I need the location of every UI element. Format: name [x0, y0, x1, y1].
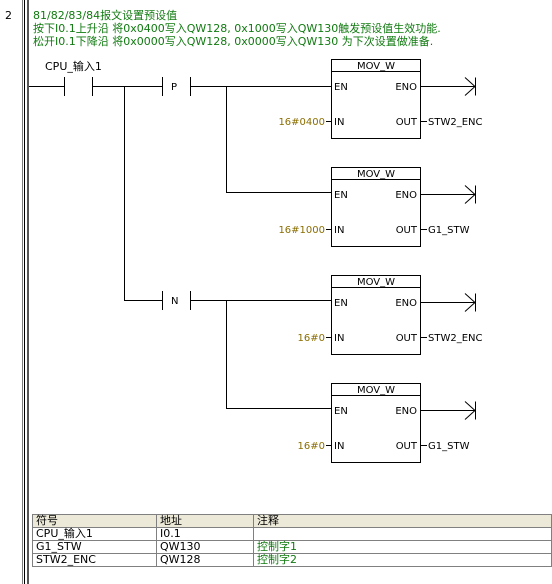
eno-pin-label: ENO	[395, 298, 417, 309]
table-row[interactable]: CPU_输入1 I0.1	[32, 527, 552, 541]
symbol-table: 符号 地址 注释 CPU_输入1 I0.1 G1_STW QW130 控制字1 …	[32, 514, 552, 567]
out-value[interactable]: G1_STW	[428, 441, 470, 452]
in-pin-label: IN	[334, 441, 344, 452]
en-pin-label: EN	[334, 298, 348, 309]
out-value[interactable]: G1_STW	[428, 225, 470, 236]
mov-w-block[interactable]: MOV_W EN ENO IN OUT 16#0400 STW2_ENC	[278, 59, 483, 139]
n-edge-label: N	[171, 296, 178, 307]
symbol-table-header: 符号 地址 注释	[32, 514, 552, 528]
address-cell[interactable]: I0.1	[156, 527, 254, 541]
eno-pin-label: ENO	[395, 406, 417, 417]
comment-cell[interactable]: 控制字1	[253, 540, 552, 554]
in-pin-label: IN	[334, 117, 344, 128]
symbol-header[interactable]: 符号	[32, 514, 157, 528]
network-title[interactable]: 81/82/83/84报文设置预设值	[33, 9, 178, 22]
left-power-rail-inner	[27, 0, 29, 584]
address-header[interactable]: 地址	[156, 514, 254, 528]
in-pin-label: IN	[334, 333, 344, 344]
eno-pin-label: ENO	[395, 82, 417, 93]
out-pin-label: OUT	[396, 225, 418, 236]
out-value[interactable]: STW2_ENC	[428, 333, 483, 344]
mov-w-title: MOV_W	[357, 385, 395, 396]
address-cell[interactable]: QW128	[156, 553, 254, 567]
comment-cell[interactable]	[253, 527, 552, 541]
mov-w-title: MOV_W	[357, 169, 395, 180]
mov-w-block[interactable]: MOV_W EN ENO IN OUT 16#0 STW2_ENC	[298, 275, 483, 355]
mov-w-box[interactable]	[331, 383, 421, 463]
symbol-cell[interactable]: G1_STW	[32, 540, 157, 554]
network-number: 2	[5, 9, 12, 22]
out-pin-label: OUT	[396, 441, 418, 452]
mov-w-box[interactable]	[331, 167, 421, 247]
en-pin-label: EN	[334, 190, 348, 201]
out-value[interactable]: STW2_ENC	[428, 117, 483, 128]
symbol-cell[interactable]: CPU_输入1	[32, 527, 157, 541]
table-row[interactable]: G1_STW QW130 控制字1	[32, 540, 552, 554]
address-cell[interactable]: QW130	[156, 540, 254, 554]
network-gutter: 2	[0, 0, 23, 584]
out-pin-label: OUT	[396, 333, 418, 344]
contact-symbol-label[interactable]: CPU_输入1	[45, 59, 102, 73]
mov-w-box[interactable]	[331, 59, 421, 139]
in-value[interactable]: 16#0	[298, 441, 325, 452]
in-value[interactable]: 16#1000	[278, 225, 325, 236]
in-pin-label: IN	[334, 225, 344, 236]
table-row[interactable]: STW2_ENC QW128 控制字2	[32, 553, 552, 567]
symbol-cell[interactable]: STW2_ENC	[32, 553, 157, 567]
eno-pin-label: ENO	[395, 190, 417, 201]
mov-w-title: MOV_W	[357, 61, 395, 72]
mov-w-block[interactable]: MOV_W EN ENO IN OUT 16#1000 G1_STW	[278, 167, 476, 247]
in-value[interactable]: 16#0400	[278, 117, 325, 128]
comment-header[interactable]: 注释	[253, 514, 552, 528]
comment-cell[interactable]: 控制字2	[253, 553, 552, 567]
network-comment-line-1[interactable]: 按下I0.1上升沿 将0x0400写入QW128, 0x1000写入QW130触…	[33, 22, 441, 35]
mov-w-title: MOV_W	[357, 277, 395, 288]
en-pin-label: EN	[334, 82, 348, 93]
p-edge-label: P	[171, 82, 177, 93]
en-pin-label: EN	[334, 406, 348, 417]
out-pin-label: OUT	[396, 117, 418, 128]
mov-w-box[interactable]	[331, 275, 421, 355]
mov-w-block[interactable]: MOV_W EN ENO IN OUT 16#0 G1_STW	[298, 383, 476, 463]
in-value[interactable]: 16#0	[298, 333, 325, 344]
network-comment-line-2[interactable]: 松开I0.1下降沿 将0x0000写入QW128, 0x0000写入QW130 …	[33, 35, 434, 48]
left-power-rail	[24, 0, 25, 584]
